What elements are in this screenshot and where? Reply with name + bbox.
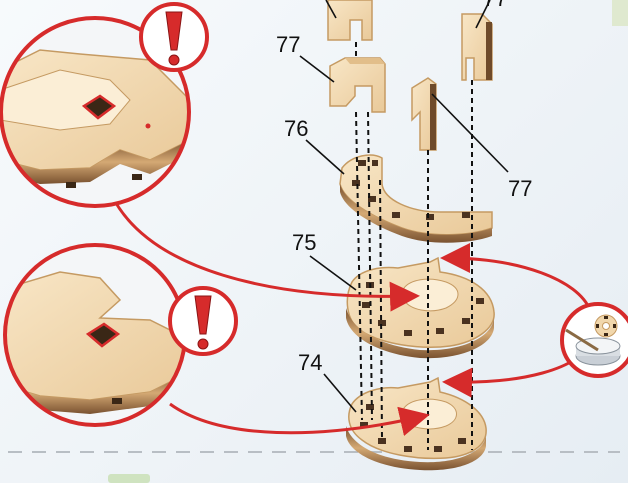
corner-accent: [612, 0, 628, 26]
part-74-ring: [346, 378, 486, 470]
warning-exclamation-icon: [141, 4, 207, 70]
part-77-right-piece: [412, 78, 436, 150]
detail-callout-bottom: [0, 245, 190, 425]
part-77-left-piece: [330, 58, 385, 112]
label-part-77-top-right: 77: [483, 0, 507, 11]
part-77-top-right-piece: [462, 14, 492, 80]
label-part-77-left: 77: [276, 32, 300, 57]
part-77-top-left-piece: [328, 0, 372, 40]
part-76-arc: [340, 155, 492, 243]
glue-pot-icon: [562, 304, 628, 376]
label-part-74: 74: [298, 350, 322, 375]
label-part-75: 75: [292, 230, 316, 255]
warning-exclamation-icon: [170, 288, 236, 354]
label-part-76: 76: [284, 116, 308, 141]
corner-accent-bottom: [108, 474, 150, 483]
label-part-77-right: 77: [508, 176, 532, 201]
